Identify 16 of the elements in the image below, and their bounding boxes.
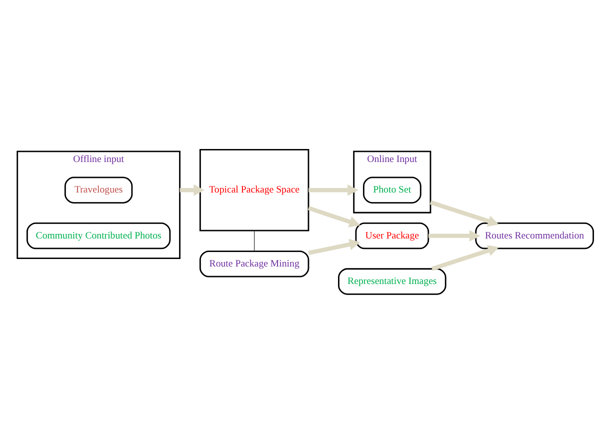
arrow — [308, 206, 360, 228]
connector — [254, 230, 255, 252]
node-box: Photo Set — [362, 176, 422, 204]
arrow — [428, 230, 480, 242]
node-box: Representative Images — [338, 268, 446, 295]
arrow — [308, 238, 360, 255]
node-box: Topical Package Space — [199, 148, 310, 232]
node-box: Route Package Mining — [199, 250, 310, 278]
arrow — [431, 245, 500, 271]
node-box: Travelogues — [64, 176, 133, 204]
arrow — [430, 200, 499, 227]
node-box: Routes Recommendation — [475, 222, 594, 250]
arrow — [308, 184, 358, 196]
arrow — [180, 184, 205, 196]
node-box: User Package — [355, 222, 430, 250]
node-box: Community Contributed Photos — [26, 222, 171, 250]
